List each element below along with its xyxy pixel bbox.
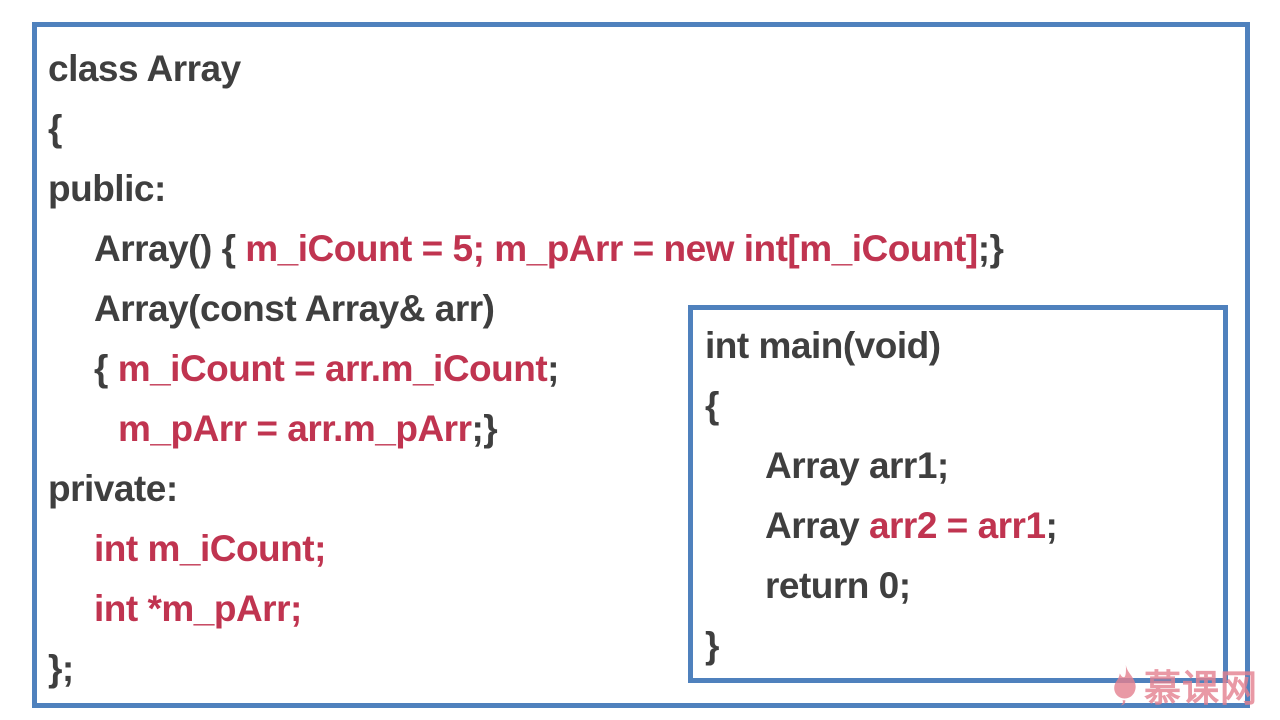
code-line: return 0; <box>705 556 1057 616</box>
code-segment: class Array <box>48 48 241 89</box>
code-segment: arr2 = arr1 <box>868 505 1046 546</box>
code-line: Array arr1; <box>705 436 1057 496</box>
class-code-box: class Array { public: Array() { m_iCount = … <box>32 22 1250 708</box>
code-line: class Array <box>48 39 1003 99</box>
code-line: Array() { m_iCount = 5; m_pArr = new int… <box>48 219 1004 279</box>
code-segment: Array arr1; <box>765 445 949 486</box>
code-segment: ;} <box>471 408 498 449</box>
code-line: public: <box>48 159 1003 219</box>
code-segment: }; <box>48 648 74 689</box>
code-segment: Array(const Array& arr) <box>94 288 495 329</box>
code-line: { m_iCount = arr.m_iCount; <box>48 339 1003 399</box>
code-segment: { <box>48 108 62 149</box>
code-segment: private: <box>48 468 178 509</box>
main-code-box: int main(void) { Array arr1; Array arr2 = a… <box>688 305 1228 683</box>
code-segment: ; <box>547 348 559 389</box>
code-segment: Array <box>765 505 869 546</box>
code-line: } <box>705 616 1057 676</box>
code-segment: int m_iCount; <box>94 528 326 569</box>
code-segment: Array() { <box>94 228 246 269</box>
code-segment: int *m_pArr; <box>94 588 302 629</box>
code-line: int main(void) <box>705 316 1057 376</box>
code-line: Array arr2 = arr1; <box>705 496 1058 556</box>
code-line: private: <box>48 459 1003 519</box>
main-code: int main(void) { Array arr1; Array arr2 = a… <box>705 316 1058 676</box>
code-line: int m_iCount; <box>48 519 1003 579</box>
code-segment: ;} <box>977 228 1004 269</box>
code-segment: m_iCount = arr.m_iCount <box>117 348 548 389</box>
code-line: { <box>48 99 1003 159</box>
code-line: m_pArr = arr.m_pArr;} <box>48 399 1003 459</box>
code-segment: int main(void) <box>705 325 941 366</box>
code-line: { <box>705 376 1057 436</box>
code-line: Array(const Array& arr) <box>48 279 1003 339</box>
code-line: }; <box>48 639 1003 699</box>
code-segment: { <box>94 348 118 389</box>
code-segment: m_pArr = arr.m_pArr <box>118 408 472 449</box>
code-segment: public: <box>48 168 166 209</box>
class-code: class Array { public: Array() { m_iCount = … <box>48 39 1004 699</box>
code-segment: { <box>705 385 719 426</box>
code-segment: m_iCount = 5; m_pArr = new int[m_iCount] <box>245 228 978 269</box>
code-segment: return 0; <box>765 565 911 606</box>
code-segment: } <box>705 625 719 666</box>
code-segment: ; <box>1045 505 1058 546</box>
code-line: int *m_pArr; <box>48 579 1003 639</box>
